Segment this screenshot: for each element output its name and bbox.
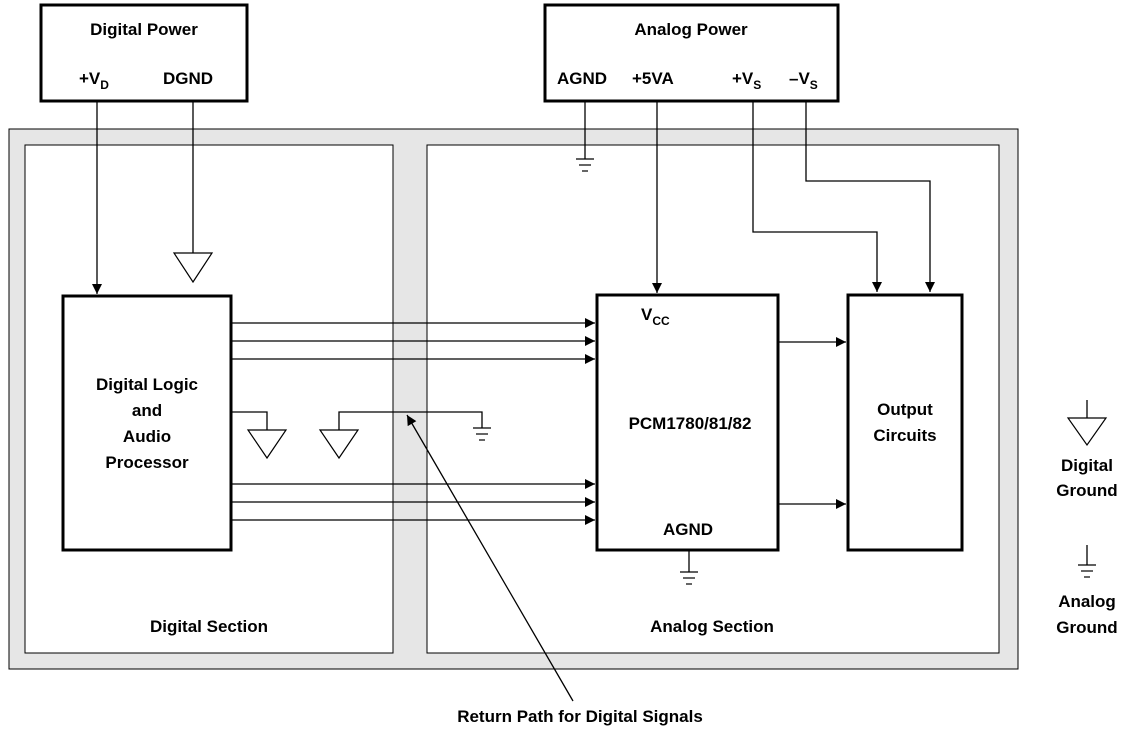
- legend-digital-ground-line-2: Ground: [1056, 481, 1117, 500]
- analog-power-box: [543, 3, 840, 103]
- legend-analog-ground-line-1: Analog: [1058, 592, 1116, 611]
- output-circuits-box: [846, 293, 964, 552]
- digital-logic-box: [61, 294, 233, 552]
- pcm-box: [595, 293, 780, 552]
- legend-digital-ground-symbol: [1066, 417, 1108, 447]
- return-analog-ground-symbol: [473, 427, 491, 441]
- return-path-callout-arrow: [406, 414, 574, 702]
- output-circuits-line-1: Output: [877, 400, 933, 419]
- vs-neg-wire: [805, 101, 935, 292]
- return-path-callout-label: Return Path for Digital Signals: [457, 707, 703, 726]
- pcm-agnd-label: AGND: [663, 520, 713, 539]
- pcm-analog-ground-symbol: [680, 571, 698, 585]
- logic-ground-symbol: [246, 429, 288, 460]
- analog-section-label: Analog Section: [650, 617, 774, 636]
- digital-power-title: Digital Power: [90, 20, 198, 39]
- dgnd-pin-label: DGND: [163, 69, 213, 88]
- vcc-label: VCC: [641, 305, 670, 328]
- digital-power-box: [39, 3, 249, 103]
- logic-ground-wire: [231, 411, 268, 430]
- legend-analog-ground-line-2: Ground: [1056, 618, 1117, 637]
- return-digital-ground-symbol: [318, 429, 360, 460]
- vs-pos-pin-label: +VS: [732, 69, 761, 92]
- legend-analog-ground-symbol: [1078, 564, 1096, 578]
- output-circuits-line-2: Circuits: [873, 426, 936, 445]
- digital-section-label: Digital Section: [150, 617, 268, 636]
- legend-digital-ground-line-1: Digital: [1061, 456, 1113, 475]
- analog-ground-symbol-top: [576, 158, 594, 172]
- digital-logic-line-2: and: [132, 401, 162, 420]
- return-path-wire: [338, 411, 483, 430]
- digital-logic-line-3: Audio: [123, 427, 171, 446]
- digital-ground-symbol: [172, 252, 214, 284]
- pcm-name: PCM1780/81/82: [629, 414, 752, 433]
- agnd-pin-label: AGND: [557, 69, 607, 88]
- digital-logic-line-1: Digital Logic: [96, 375, 198, 394]
- vs-neg-pin-label: –VS: [789, 69, 818, 92]
- vs-pos-wire: [752, 101, 882, 292]
- vd-pin-label: +VD: [79, 69, 109, 92]
- 5va-pin-label: +5VA: [632, 69, 674, 88]
- digital-logic-line-4: Processor: [105, 453, 189, 472]
- analog-power-title: Analog Power: [634, 20, 748, 39]
